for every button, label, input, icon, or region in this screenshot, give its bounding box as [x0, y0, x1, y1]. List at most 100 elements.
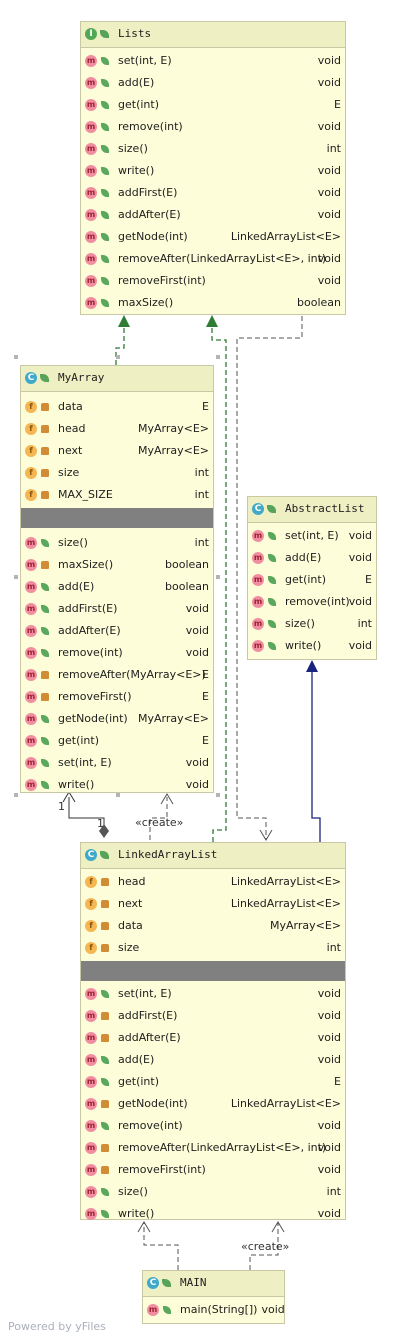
class-header: C AbstractList	[248, 497, 376, 523]
method-icon: m	[85, 187, 97, 199]
public-icon	[100, 30, 109, 38]
public-icon	[40, 374, 49, 382]
member-type: MyArray<E>	[137, 444, 209, 457]
class-name: MyArray	[58, 371, 105, 384]
member-type: void	[317, 186, 341, 199]
member-type: void	[317, 120, 341, 133]
public-icon	[41, 605, 49, 613]
member-type: E	[202, 690, 209, 703]
member-name: remove(int)	[118, 1119, 183, 1132]
create-label: «create»	[241, 1240, 290, 1253]
member-type: void	[317, 208, 341, 221]
member-type: void	[317, 252, 341, 265]
selection-handle[interactable]	[216, 355, 220, 359]
member-name: getNode(int)	[118, 230, 188, 243]
method-icon: m	[85, 1010, 97, 1022]
selection-handle[interactable]	[116, 793, 120, 797]
selection-handle[interactable]	[216, 793, 220, 797]
method-icon: m	[25, 581, 37, 593]
private-lock-icon	[101, 1144, 109, 1152]
method-icon: m	[85, 165, 97, 177]
class-name: AbstractList	[285, 502, 365, 515]
class-header: C MAIN	[143, 1271, 284, 1297]
method-icon: m	[85, 121, 97, 133]
method-icon: m	[85, 253, 97, 265]
member-type: void	[185, 624, 209, 637]
method-icon: m	[25, 735, 37, 747]
member-type: LinkedArrayList<E>	[230, 875, 341, 888]
selection-handle[interactable]	[14, 793, 18, 797]
member-name: write()	[118, 164, 155, 177]
public-icon	[41, 539, 49, 547]
selection-handle[interactable]	[216, 575, 220, 579]
member-name: remove(int)	[285, 595, 350, 608]
selection-handle[interactable]	[14, 355, 18, 359]
selection-handle[interactable]	[116, 355, 120, 359]
private-lock-icon	[101, 1100, 109, 1108]
multiplicity-label: 1	[97, 817, 104, 830]
method-icon: m	[85, 1120, 97, 1132]
selection-handle[interactable]	[14, 575, 18, 579]
public-icon	[101, 1056, 109, 1064]
method-icon: m	[252, 596, 264, 608]
member-type: void	[185, 778, 209, 791]
